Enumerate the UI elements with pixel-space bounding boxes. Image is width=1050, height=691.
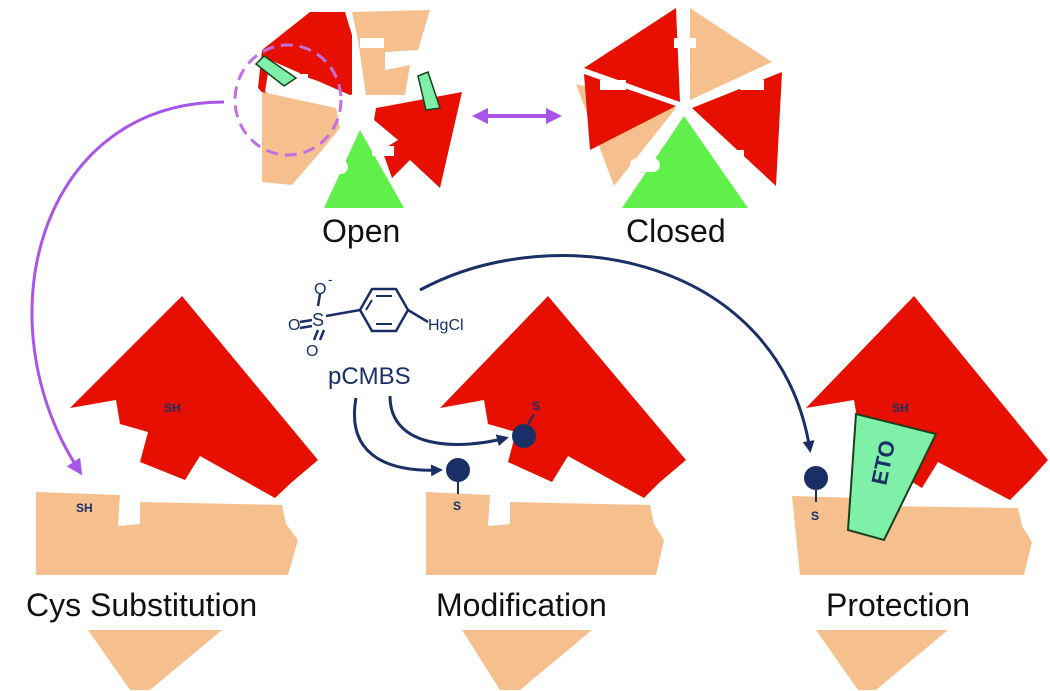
ligand-wedge-right (417, 71, 441, 111)
label-cys-substitution: Cys Substitution (26, 587, 257, 623)
label-open: Open (322, 213, 400, 249)
ligand-wedge-left (254, 55, 298, 87)
pentamer-open (233, 10, 462, 208)
oxygen-top: O (314, 281, 326, 298)
red-subunit-mod (440, 296, 686, 498)
subunit-tan-top (352, 10, 430, 95)
arrow-to-tan-adduct (353, 397, 443, 477)
subunit-green-bottom (324, 130, 404, 208)
red-subunit-prot (806, 296, 1048, 500)
eto-ligand (846, 412, 938, 542)
closed-red-lowleft (584, 74, 676, 150)
oxygen-bottom: O (306, 343, 318, 360)
panel-cys-substitution: SH SH (36, 296, 318, 690)
tan-subunit-prot (792, 496, 1032, 575)
arrow-to-red-adduct (388, 395, 509, 447)
label-closed: Closed (626, 213, 726, 249)
sh-label-red-prot: SH (892, 401, 909, 415)
tan-subunit-cys (36, 492, 298, 575)
s-label-prot: S (811, 509, 819, 523)
pcmbs-adduct-tan (446, 458, 470, 482)
sh-label-red-cys: SH (164, 401, 181, 415)
s-label-tan-mod: S (453, 499, 461, 513)
oxygen-minus-sign: - (328, 271, 333, 287)
closed-green-bottom (622, 116, 748, 208)
tan-lower-cys (88, 630, 222, 690)
sh-label-tan-cys: SH (76, 501, 93, 515)
pcmbs-adduct-red (512, 424, 536, 448)
closed-red-topleft (584, 8, 680, 102)
tan-subunit-mod (426, 492, 664, 575)
closed-red-right (692, 72, 782, 186)
panel-modification: S S (353, 296, 686, 690)
pcmbs-name: pCMBS (328, 363, 411, 390)
s-label-red-mod: S (532, 399, 540, 413)
label-modification: Modification (436, 587, 607, 623)
hgcl-label: HgCl (428, 317, 464, 334)
label-protection: Protection (826, 587, 970, 623)
arrow-to-protection (419, 254, 815, 453)
tan-lower-prot (816, 630, 948, 690)
pentamer-closed (576, 8, 782, 208)
closed-tan-top (690, 8, 772, 100)
pcmbs-free-dot (804, 466, 828, 490)
subunit-tan-bottomleft (262, 92, 340, 185)
subunit-red-right (374, 92, 462, 188)
oxygen-left: O (288, 317, 300, 334)
pcmbs-structure-icon: S O - O O HgCl pCMBS (288, 271, 464, 390)
red-subunit-cys (70, 296, 318, 498)
sulfur-atom: S (312, 310, 324, 330)
zoom-arrow (30, 100, 225, 476)
panel-protection: SH ETO S (792, 296, 1048, 690)
central-pore (343, 93, 373, 123)
interface-highlight (233, 43, 343, 157)
tan-lower-mod (462, 630, 592, 690)
